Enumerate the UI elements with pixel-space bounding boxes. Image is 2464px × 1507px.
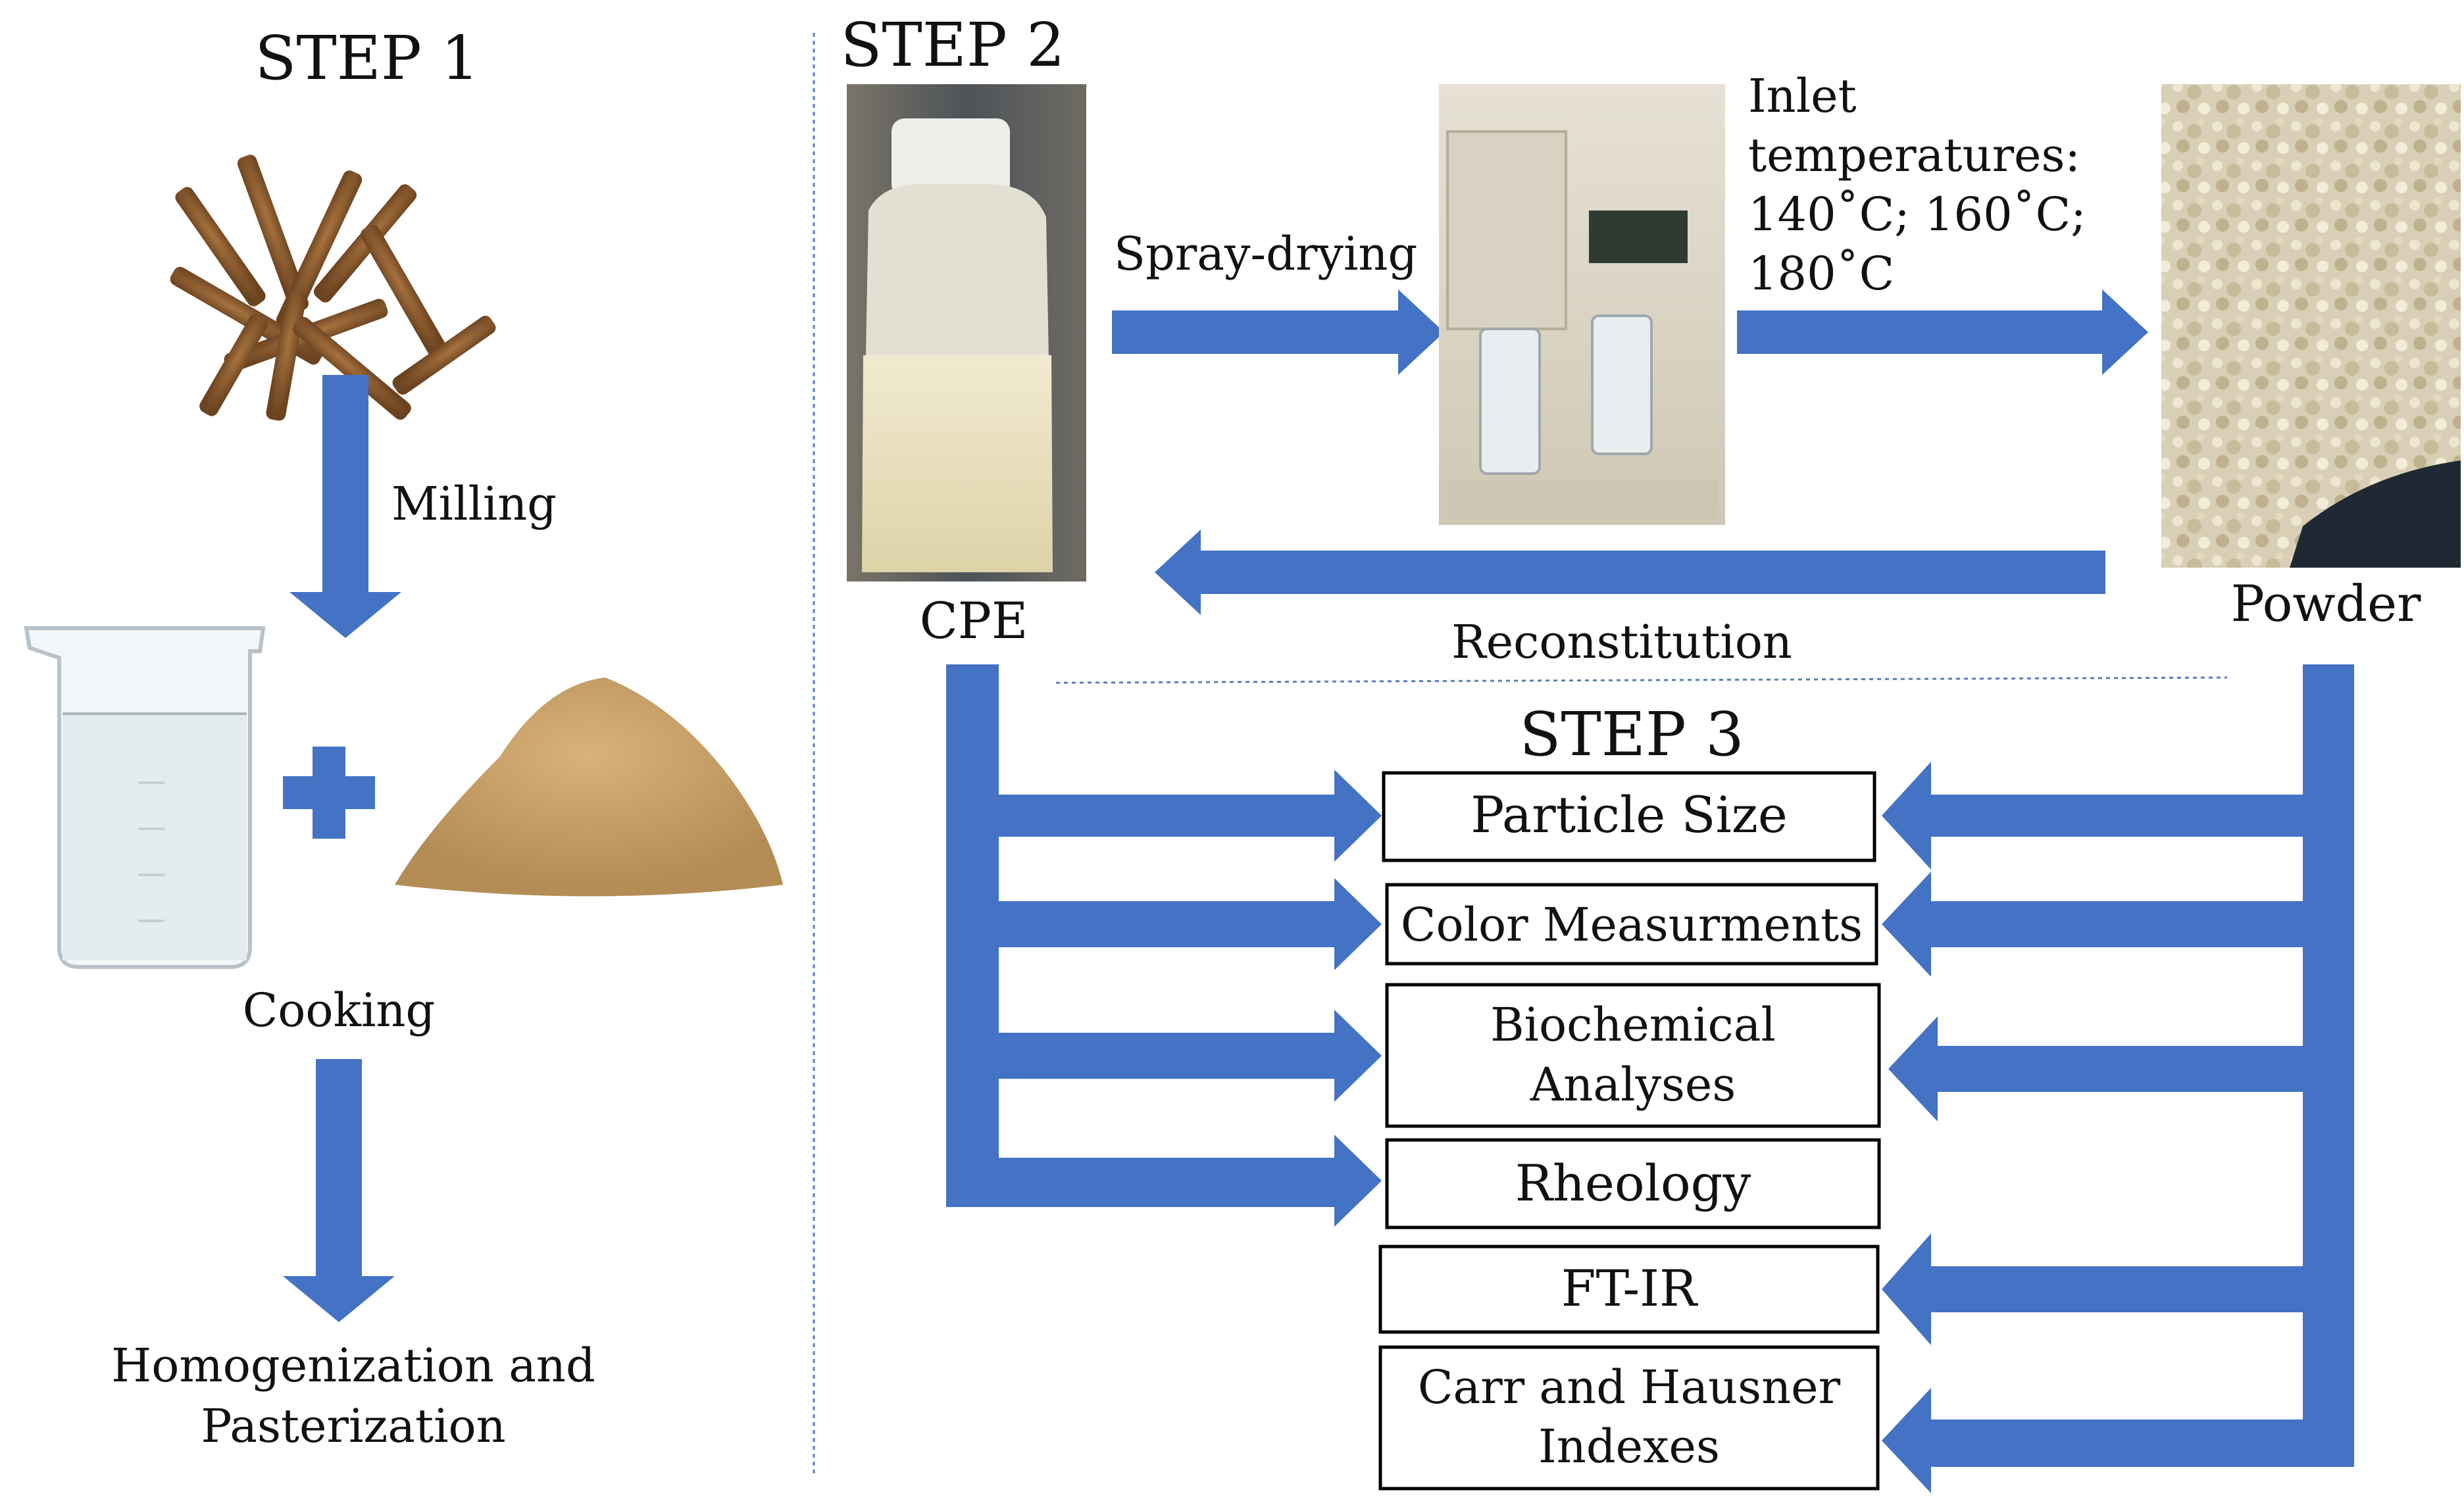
biochemical-label-line1: Biochemical bbox=[1490, 998, 1776, 1052]
analysis-box-particle-size: Particle Size bbox=[1382, 771, 1876, 862]
step3-heading: STEP 3 bbox=[1519, 699, 1744, 770]
reconstitution-label: Reconstitution bbox=[1451, 615, 1792, 669]
spray-drying-arrow bbox=[1112, 289, 1444, 375]
beaker-icon bbox=[24, 626, 266, 969]
step2-heading: STEP 2 bbox=[840, 10, 1065, 80]
cooking-label: Cooking bbox=[243, 983, 436, 1037]
analysis-box-color: Color Measurments bbox=[1385, 883, 1878, 966]
inlet-label-line3: 140˚C; 160˚C; bbox=[1748, 187, 2086, 241]
powder-label: Powder bbox=[2231, 574, 2421, 633]
ftir-label: FT-IR bbox=[1561, 1259, 1699, 1318]
spray-dryer-image bbox=[1439, 84, 1725, 525]
milling-arrow bbox=[289, 375, 401, 638]
step3-separator-line bbox=[1055, 676, 2228, 684]
homogenization-label-line2: Pasterization bbox=[201, 1399, 505, 1453]
cpe-analysis-arrows bbox=[946, 664, 1382, 1227]
analysis-box-biochemical: Biochemical Analyses bbox=[1385, 983, 1881, 1128]
cpe-bottle-image bbox=[847, 84, 1086, 581]
analysis-box-ftir: FT-IR bbox=[1378, 1245, 1880, 1334]
particle-size-label: Particle Size bbox=[1471, 785, 1788, 844]
analysis-box-rheology: Rheology bbox=[1385, 1138, 1881, 1229]
to-powder-arrow bbox=[1737, 289, 2148, 375]
cooking-arrow bbox=[283, 1059, 395, 1322]
plus-icon bbox=[283, 747, 375, 839]
cpe-label: CPE bbox=[920, 591, 1028, 650]
rheology-label: Rheology bbox=[1515, 1154, 1751, 1212]
inlet-label-line1: Inlet bbox=[1748, 69, 1857, 123]
color-measurments-label: Color Measurments bbox=[1401, 898, 1863, 952]
powder-tray-shadow bbox=[2290, 460, 2461, 568]
flour-pile-image bbox=[395, 678, 783, 897]
milling-label: Milling bbox=[391, 477, 557, 531]
step1-heading: STEP 1 bbox=[255, 23, 479, 93]
spray-drying-label: Spray-drying bbox=[1114, 227, 1417, 281]
analysis-box-carr-hausner: Carr and Hausner Indexes bbox=[1378, 1345, 1880, 1491]
powder-analysis-arrows bbox=[1882, 664, 2354, 1493]
inlet-label-line2: temperatures: bbox=[1748, 128, 2080, 182]
homogenization-label-line1: Homogenization and bbox=[111, 1339, 595, 1393]
reconstitution-arrow bbox=[1155, 530, 2105, 615]
biochemical-label-line2: Analyses bbox=[1530, 1058, 1736, 1112]
inlet-label-line4: 180˚C bbox=[1748, 247, 1894, 301]
pellets-image bbox=[170, 155, 496, 421]
carr-hausner-label-line1: Carr and Hausner bbox=[1418, 1360, 1841, 1414]
carr-hausner-label-line2: Indexes bbox=[1538, 1420, 1720, 1473]
